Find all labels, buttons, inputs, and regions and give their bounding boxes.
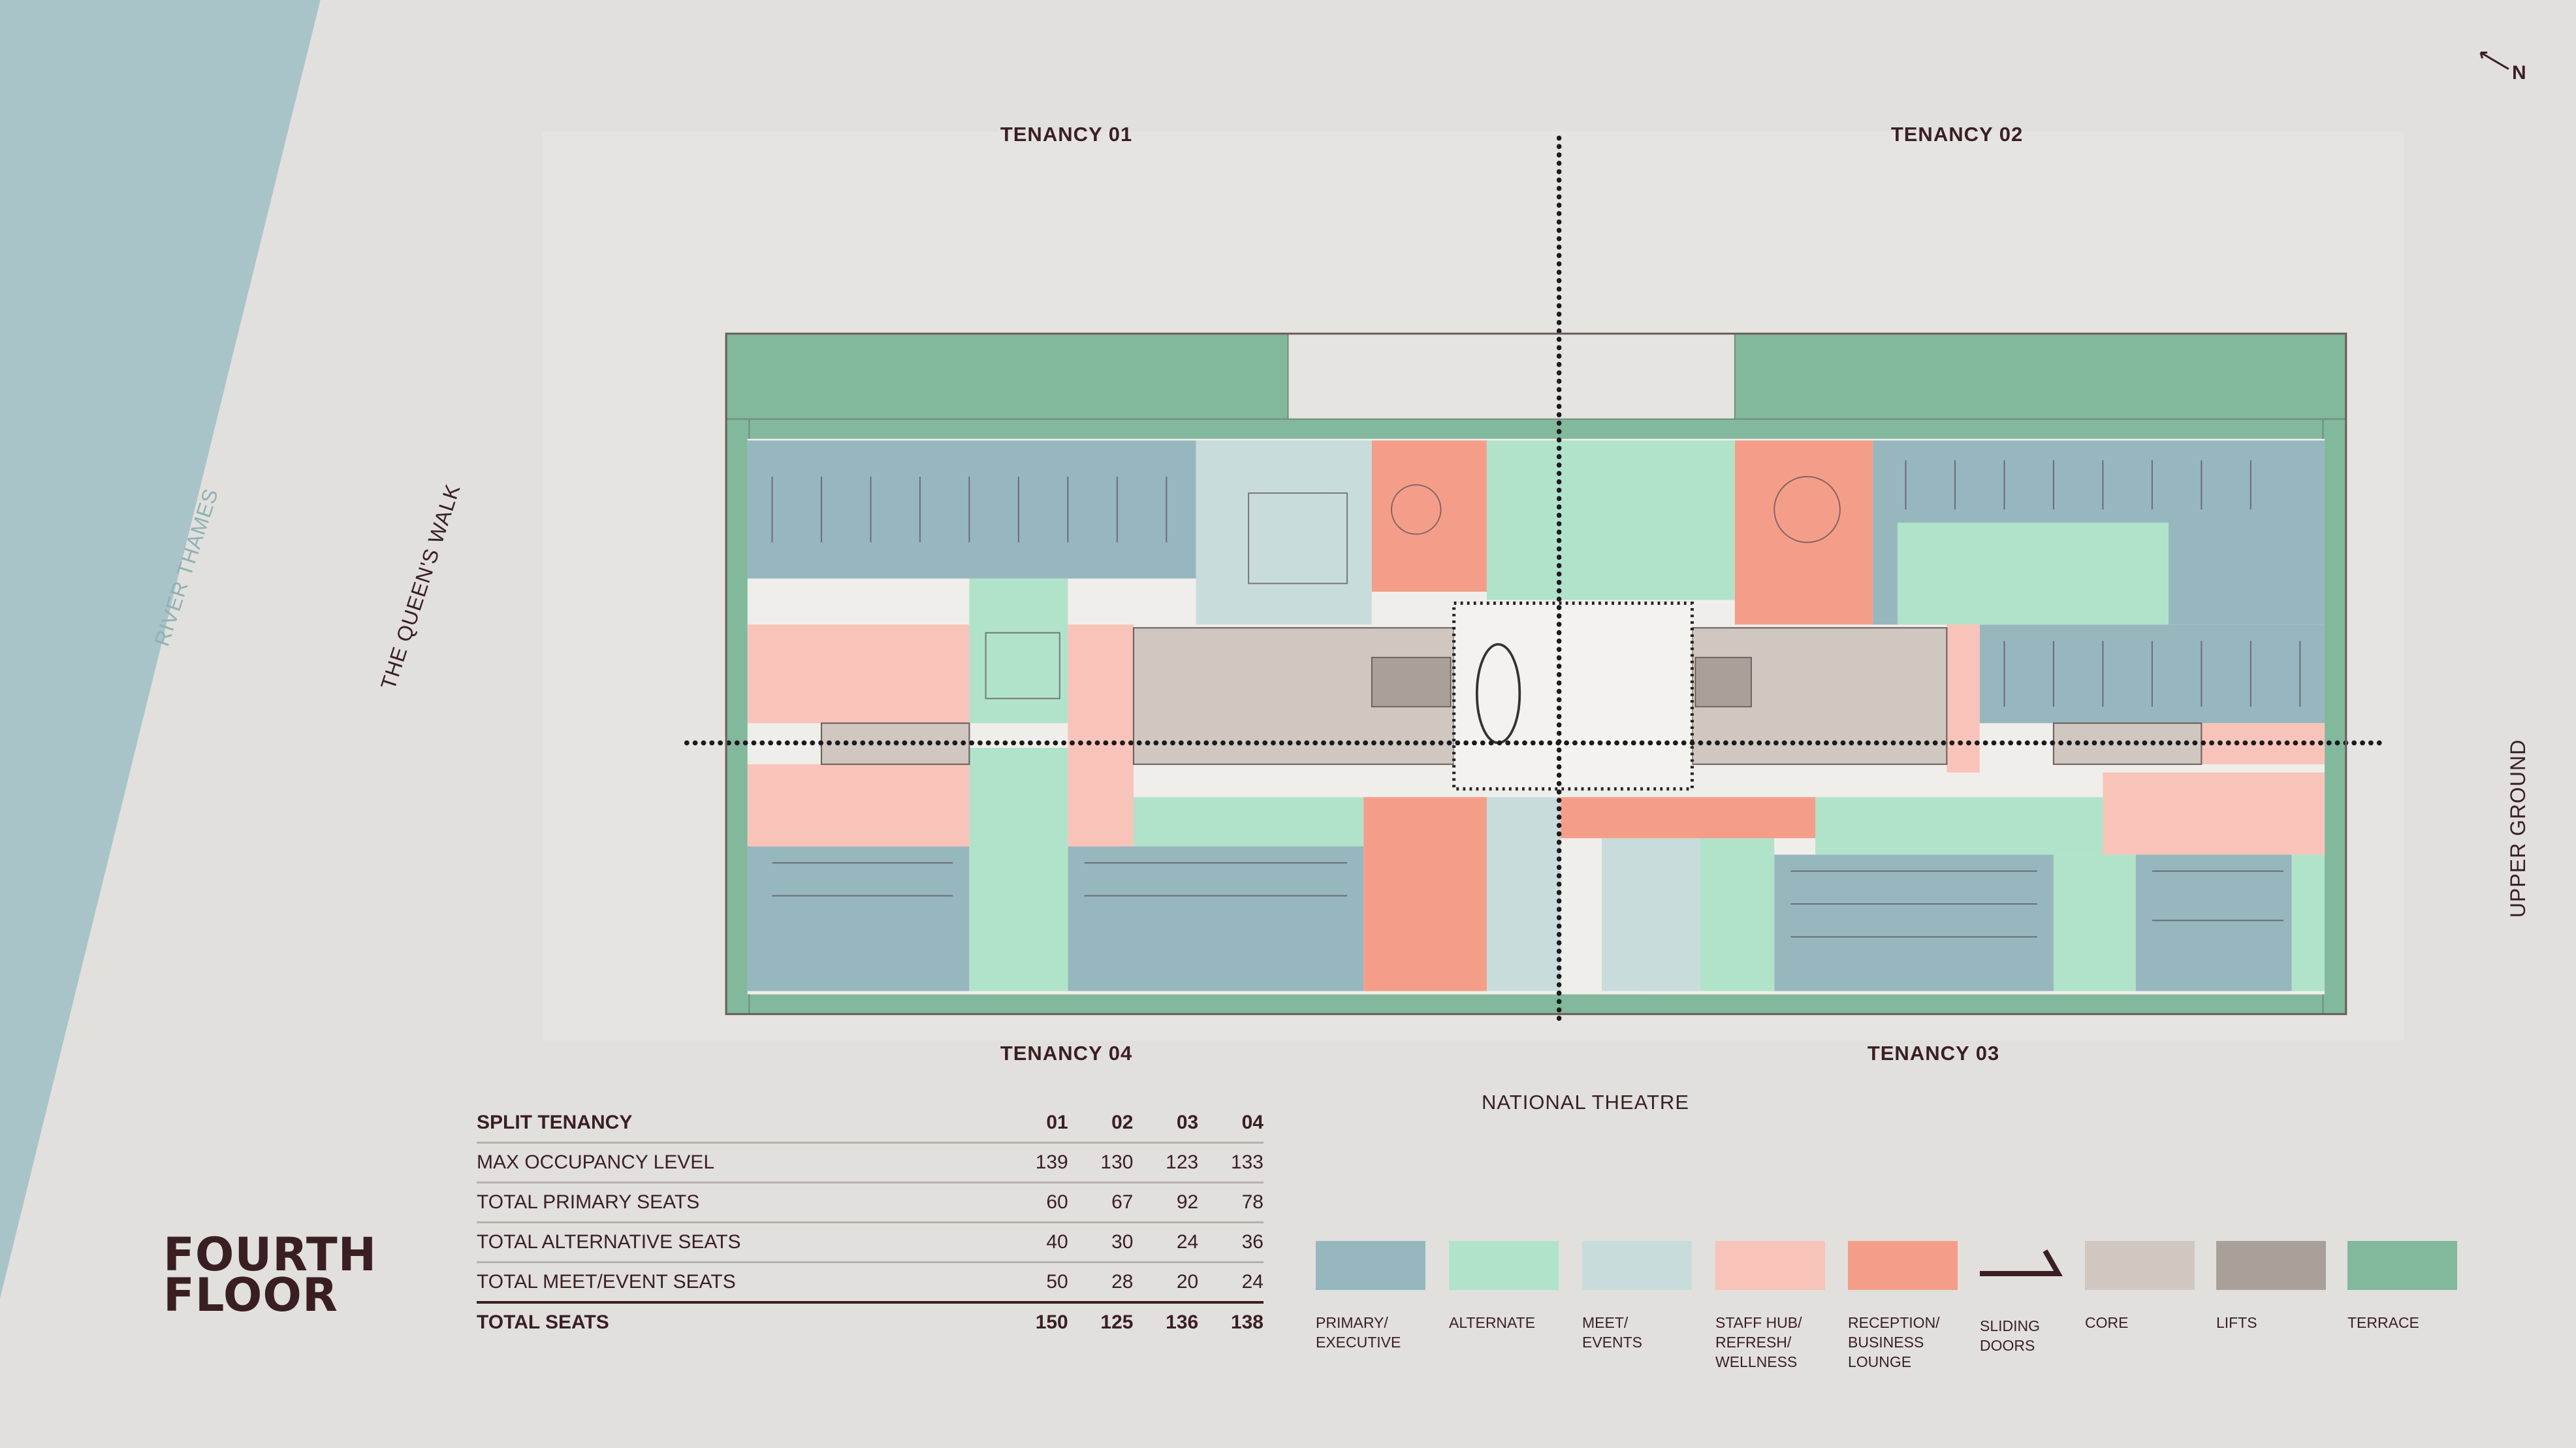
header-cell: SPLIT TENANCY xyxy=(477,1104,1004,1144)
north-label: N xyxy=(2512,62,2526,84)
tenancy-dividers xyxy=(684,135,2388,1022)
cell: 150 xyxy=(1003,1301,1068,1342)
sliding-door-icon xyxy=(1980,1249,2063,1276)
reception-zones xyxy=(1363,440,1873,991)
row-label: TOTAL ALTERNATIVE SEATS xyxy=(477,1222,1004,1263)
split-tenancy-table: SPLIT TENANCY 01 02 03 04 MAX OCCUPANCY … xyxy=(477,1104,1264,1342)
row-label: TOTAL MEET/EVENT SEATS xyxy=(477,1271,736,1293)
cell: 20 xyxy=(1176,1271,1199,1293)
cell: 40 xyxy=(1003,1222,1068,1263)
legend-label: LIFTS xyxy=(2216,1314,2257,1331)
legend-swatch xyxy=(2347,1241,2457,1290)
cell: 78 xyxy=(1198,1182,1264,1223)
header-cell: 03 xyxy=(1133,1104,1199,1144)
cell: 123 xyxy=(1133,1142,1199,1183)
upper-ground-label: UPPER GROUND xyxy=(2506,739,2530,918)
alternate-zones xyxy=(969,440,2325,991)
row-label: MAX OCCUPANCY LEVEL xyxy=(477,1142,1004,1183)
legend-item-sliding-doors: SLIDING DOORS xyxy=(1980,1241,2090,1355)
legend-label: RECEPTION/ BUSINESS LOUNGE xyxy=(1848,1314,1940,1370)
cell: 36 xyxy=(1198,1222,1264,1263)
desk-pattern xyxy=(771,460,2301,938)
atrium xyxy=(1452,602,1694,791)
legend-item-alternate: ALTERNATE xyxy=(1449,1241,1559,1332)
terrace xyxy=(725,332,2347,1015)
cell: 24 xyxy=(1133,1222,1199,1263)
cell: 136 xyxy=(1133,1301,1199,1342)
floor-title: FOURTH FLOOR xyxy=(163,1228,377,1322)
legend-label: STAFF HUB/ REFRESH/ WELLNESS xyxy=(1715,1314,1802,1370)
header-cell: 02 xyxy=(1068,1104,1134,1144)
national-theatre-label: NATIONAL THEATRE xyxy=(1481,1091,1690,1114)
cell: 138 xyxy=(1198,1301,1264,1342)
legend-swatch xyxy=(1715,1241,1825,1290)
tenancy-01-label: TENANCY 01 xyxy=(1000,123,1133,146)
legend-item-reception: RECEPTION/ BUSINESS LOUNGE xyxy=(1848,1241,1958,1372)
river-thames-area xyxy=(0,0,321,1299)
legend-item-staff-hub: STAFF HUB/ REFRESH/ WELLNESS xyxy=(1715,1241,1825,1372)
header-cell: 01 xyxy=(1003,1104,1068,1144)
floor-outline xyxy=(725,332,2347,1016)
legend-item-terrace: TERRACE xyxy=(2347,1241,2457,1332)
legend-swatch xyxy=(1316,1241,1425,1290)
cell: 28 xyxy=(1111,1271,1134,1293)
cell: 125 xyxy=(1068,1301,1134,1342)
cell: 30 xyxy=(1068,1222,1134,1263)
legend-label: MEET/ EVENTS xyxy=(1582,1314,1643,1351)
cell: 133 xyxy=(1198,1142,1264,1183)
cell: 67 xyxy=(1068,1182,1134,1223)
header-cell: 04 xyxy=(1198,1104,1264,1144)
legend-swatch xyxy=(1582,1241,1692,1290)
legend-label: SLIDING DOORS xyxy=(1980,1317,2041,1354)
primary-zones xyxy=(747,440,2325,991)
legend-label: PRIMARY/ EXECUTIVE xyxy=(1316,1314,1401,1351)
cell: 50 xyxy=(1046,1271,1068,1293)
staff-hub-zones xyxy=(747,624,2325,855)
table-header: SPLIT TENANCY 01 02 03 04 xyxy=(477,1104,1264,1144)
row-label: TOTAL PRIMARY SEATS xyxy=(477,1182,1004,1223)
legend-label: ALTERNATE xyxy=(1449,1314,1536,1331)
table-row: TOTAL MEET/EVENT SEATS 50 28 20 24 xyxy=(477,1263,1264,1303)
tenancy-03-label: TENANCY 03 xyxy=(1867,1042,2000,1065)
legend-item-lifts: LIFTS xyxy=(2216,1241,2326,1332)
legend-swatch xyxy=(2216,1241,2326,1290)
legend-swatch xyxy=(1848,1241,1958,1290)
legend-label: TERRACE xyxy=(2347,1314,2419,1331)
title-line-2: FLOOR xyxy=(163,1268,338,1322)
tenancy-04-label: TENANCY 04 xyxy=(1000,1042,1133,1065)
cell: 24 xyxy=(1241,1271,1264,1293)
cell: 139 xyxy=(1003,1142,1068,1183)
legend-swatch xyxy=(1449,1241,1559,1290)
legend-label: CORE xyxy=(2085,1314,2129,1331)
tenancy-02-label: TENANCY 02 xyxy=(1890,123,2024,146)
row-label: TOTAL SEATS xyxy=(477,1301,1004,1342)
north-arrow-icon xyxy=(2479,52,2509,70)
legend-item-meet: MEET/ EVENTS xyxy=(1582,1241,1692,1352)
title-line-1: FOURTH xyxy=(163,1228,377,1281)
cell: 130 xyxy=(1068,1142,1134,1183)
meet-zones xyxy=(1196,440,1701,991)
cell: 60 xyxy=(1003,1182,1068,1223)
legend-swatch xyxy=(2085,1241,2195,1290)
legend-item-core: CORE xyxy=(2085,1241,2195,1332)
legend-item-primary: PRIMARY/ EXECUTIVE xyxy=(1316,1241,1425,1352)
cell: 92 xyxy=(1133,1182,1199,1223)
